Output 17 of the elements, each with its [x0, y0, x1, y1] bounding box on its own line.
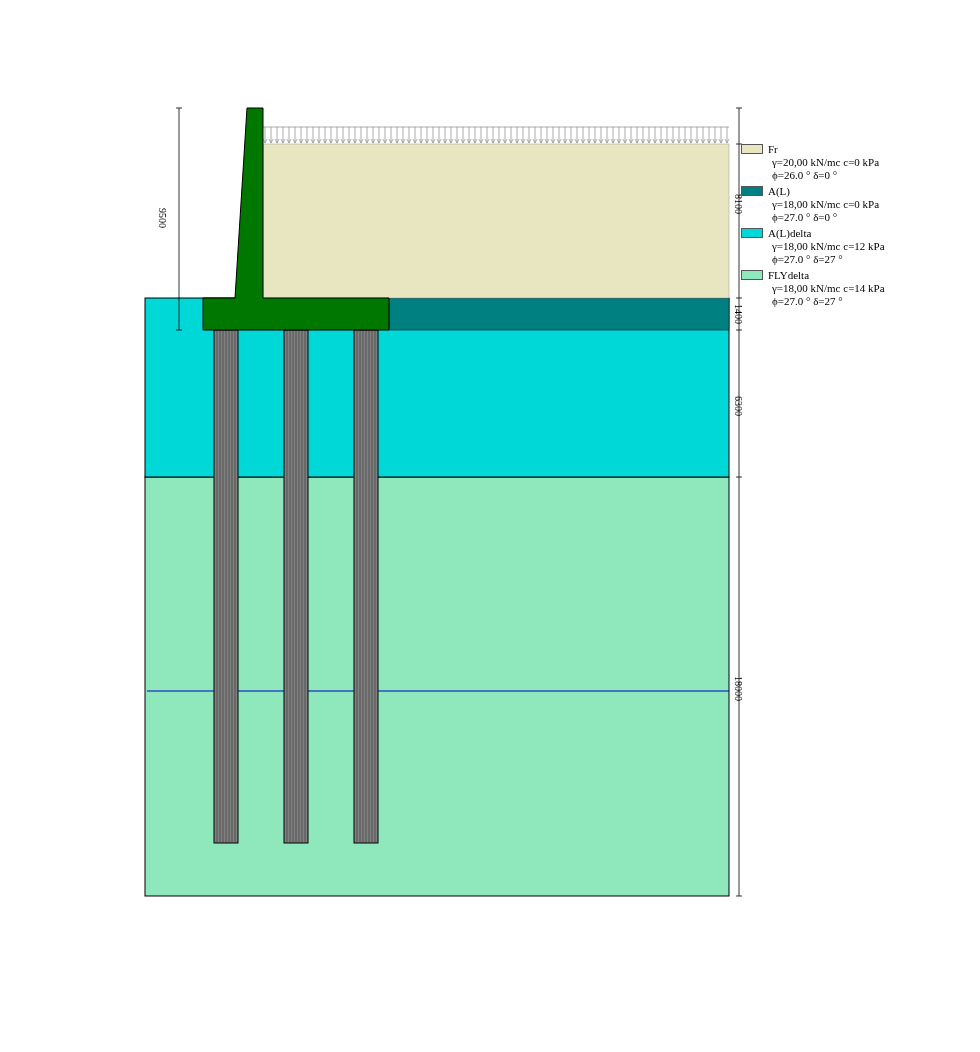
legend-label: A(L) — [768, 185, 790, 198]
soil-property-text: γ=20,00 kN/mc c=0 kPa — [772, 156, 880, 169]
soil-property-text: γ=18,00 kN/mc c=14 kPa — [772, 282, 885, 295]
dimension-text: 8100 — [733, 194, 744, 214]
legend-label: Fr — [768, 143, 778, 156]
dimension-text: 6300 — [733, 396, 744, 416]
dimension-text: 9500 — [157, 208, 168, 228]
soil-property-text: ϕ=27.0 ° δ=0 ° — [772, 211, 838, 224]
soil-property-text: γ=18,00 kN/mc c=0 kPa — [772, 198, 880, 211]
legend-label: FLYdelta — [768, 269, 810, 282]
dimension-text: 18000 — [733, 676, 744, 701]
legend-label: A(L)delta — [768, 227, 812, 240]
soil-property-text: ϕ=27.0 ° δ=27 ° — [772, 295, 843, 308]
soil-property-text: γ=18,00 kN/mc c=12 kPa — [772, 240, 885, 253]
soil-property-text: ϕ=27.0 ° δ=27 ° — [772, 253, 843, 266]
soil-property-text: ϕ=26.0 ° δ=0 ° — [772, 169, 838, 182]
dimension-text: 1400 — [733, 304, 744, 324]
